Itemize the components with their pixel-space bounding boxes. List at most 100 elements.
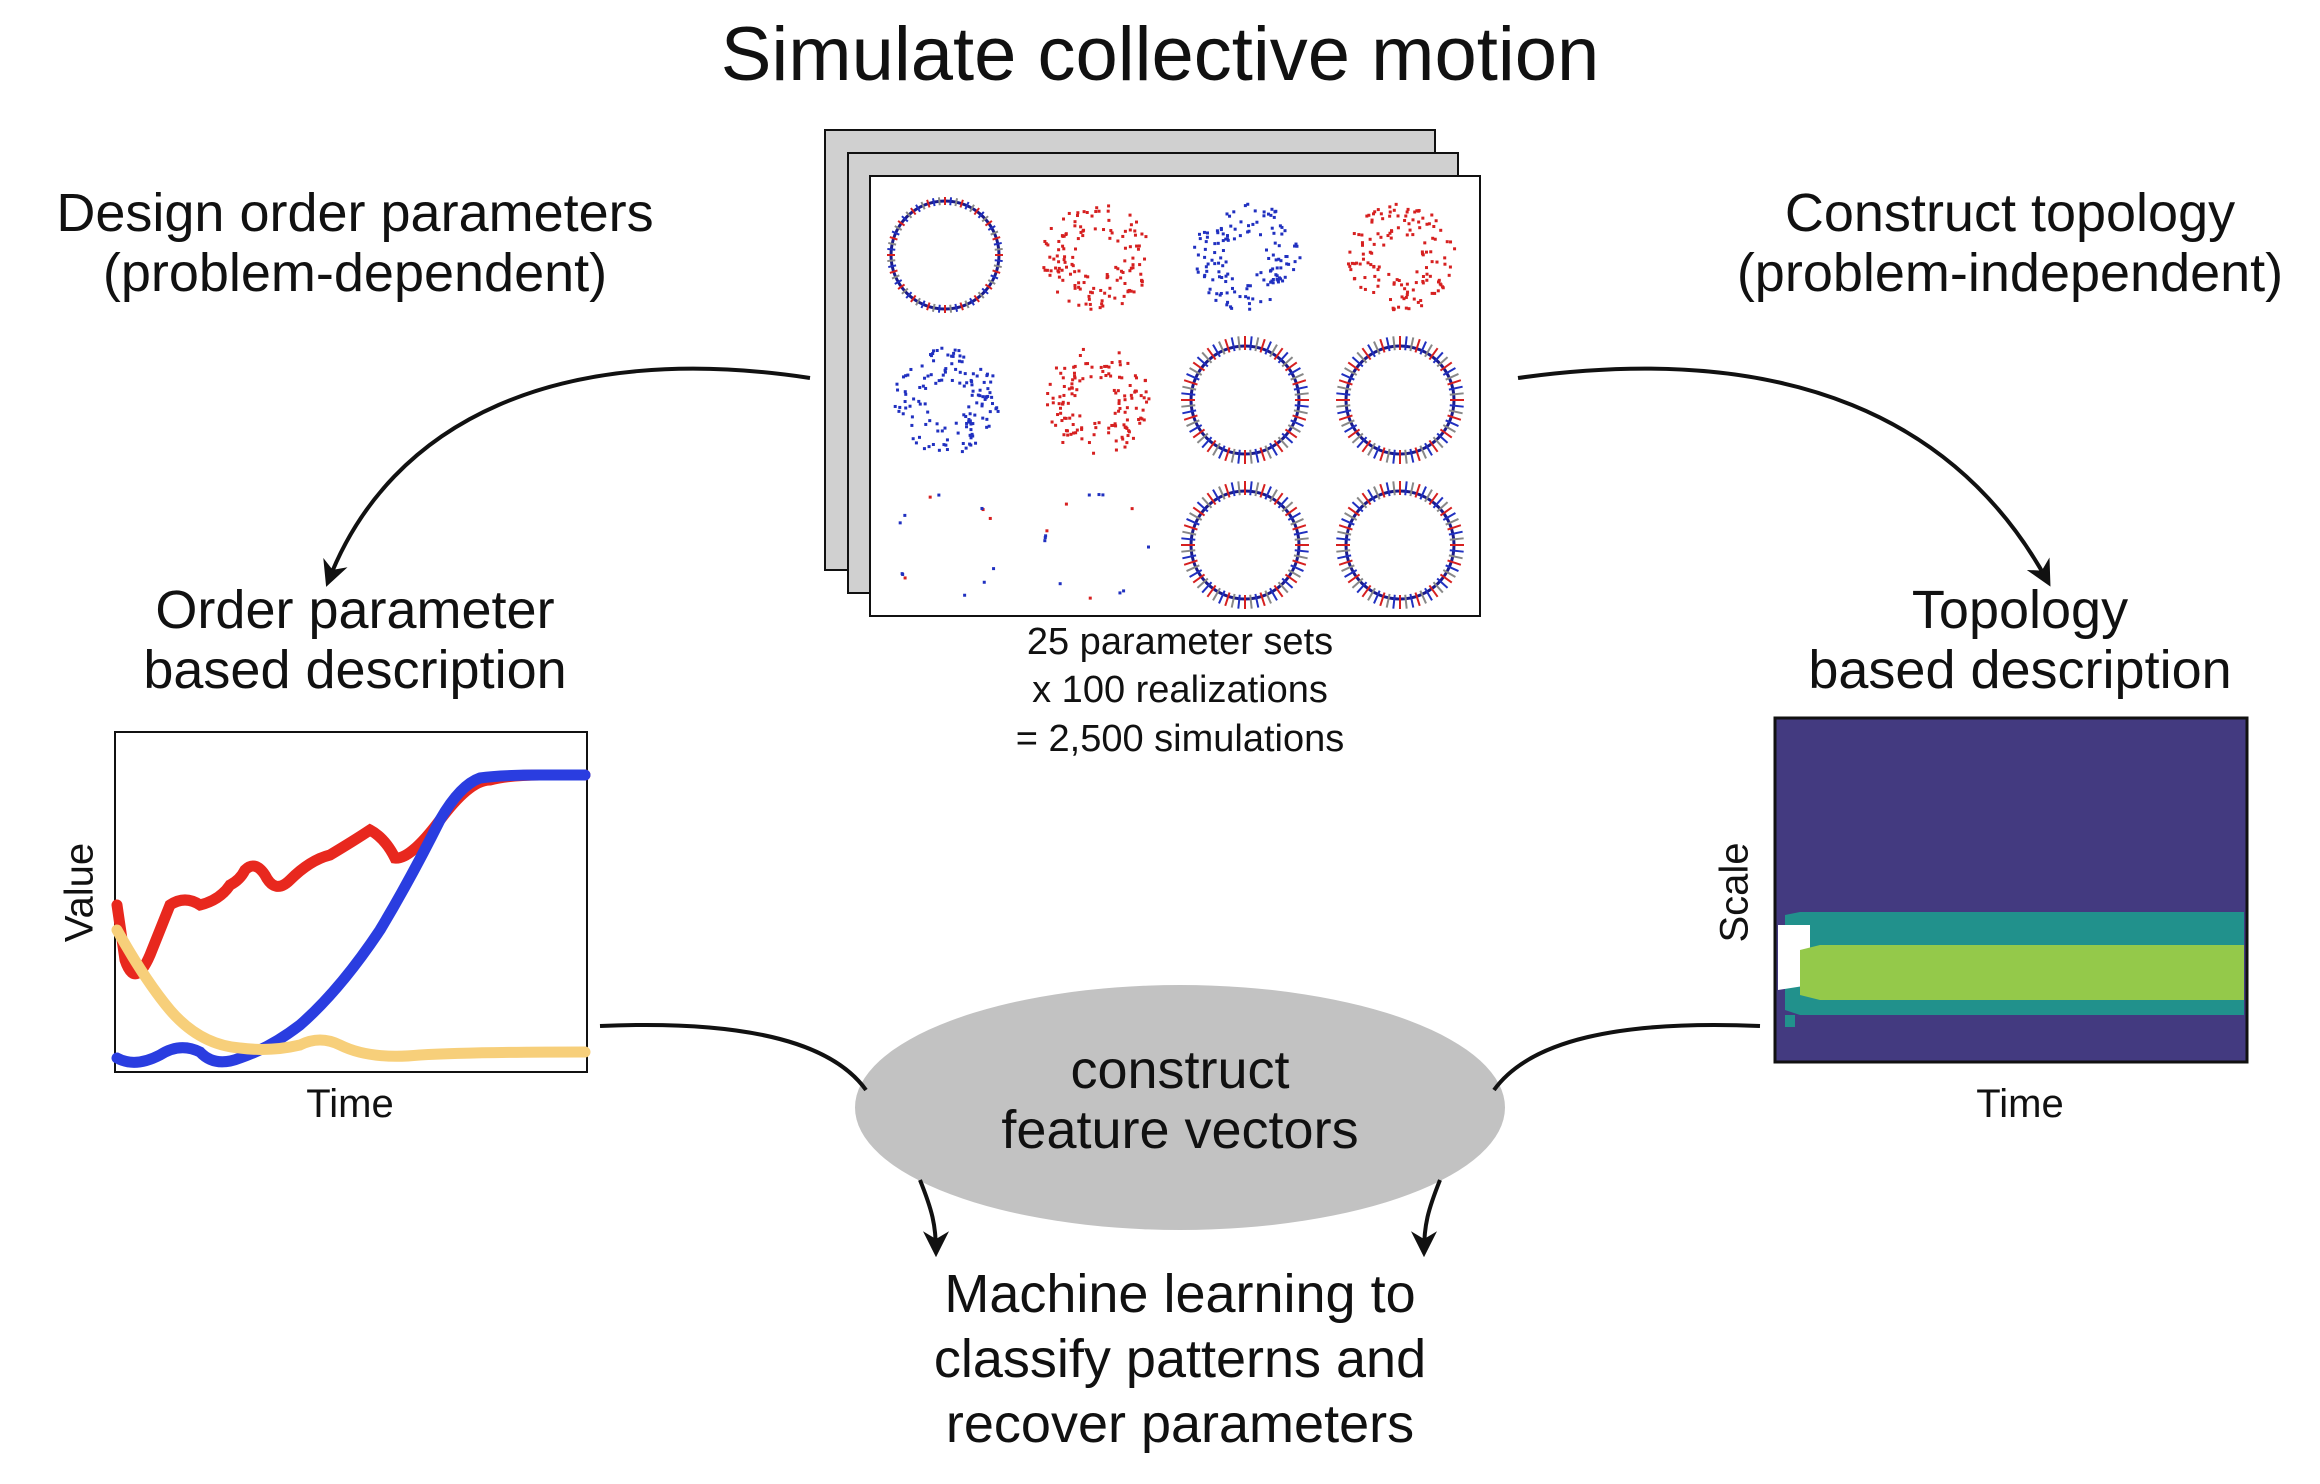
swarm-agent	[1064, 429, 1068, 433]
swarm-agent	[1271, 267, 1275, 271]
swarm-agent	[1068, 416, 1072, 420]
swarm-agent	[1089, 290, 1093, 294]
swarm-agent	[1404, 306, 1408, 310]
swarm-agent	[1048, 255, 1052, 259]
swarm-agent	[1416, 209, 1420, 213]
swarm-agent	[1271, 277, 1275, 281]
swarm-agent	[1449, 240, 1453, 244]
swarm-agent	[1448, 409, 1463, 415]
swarm-agent	[1073, 374, 1077, 378]
swarm-agent	[970, 393, 974, 397]
swarm-agent	[1077, 285, 1081, 289]
swarm-agent	[1121, 270, 1125, 274]
swarm-agent	[1294, 404, 1309, 408]
swarm-agent	[896, 388, 900, 392]
arrow-to-topology	[1517, 366, 2051, 587]
swarm-agent	[1336, 392, 1351, 396]
swarm-agent	[1372, 290, 1376, 294]
swarm-agent	[976, 393, 980, 397]
topology-heatmap	[1773, 716, 2249, 1064]
swarm-agent	[949, 304, 953, 313]
swarm-agent	[965, 381, 969, 385]
swarm-agent	[1352, 232, 1356, 236]
swarm-grid	[887, 197, 1464, 609]
swarm-agent	[1430, 291, 1434, 295]
swarm-agent	[1192, 573, 1206, 584]
swarm-agent	[1293, 385, 1308, 391]
swarm-agent	[1133, 233, 1137, 237]
swarm-agent	[1121, 437, 1125, 441]
swarm-agent	[1432, 581, 1444, 594]
swarm-agent	[1224, 237, 1228, 241]
swarm-agent	[1196, 270, 1200, 274]
swarm-agent	[1147, 397, 1151, 401]
swarm-agent	[965, 421, 969, 425]
swarm-agent	[1104, 374, 1108, 378]
swarm-agent	[1119, 276, 1123, 280]
swarm-agent	[1421, 253, 1425, 257]
swarm-agent	[1442, 512, 1456, 521]
swarm-agent	[1254, 482, 1260, 497]
swarm-agent	[990, 230, 999, 236]
swarm-agent	[1248, 284, 1252, 288]
swarm-agent	[1192, 506, 1206, 517]
swarm-agent	[1273, 584, 1284, 598]
swarm-agent	[910, 423, 914, 427]
swarm-agent	[1114, 439, 1118, 443]
swarm-agent	[1439, 506, 1453, 517]
swarm-agent	[1404, 594, 1408, 609]
swarm-agent	[971, 422, 975, 426]
swarm-agent	[970, 383, 974, 387]
swarm-agent	[1128, 269, 1132, 273]
swarm-agent	[1051, 396, 1055, 400]
swarm-agent	[1281, 577, 1294, 589]
swarm-agent	[1269, 280, 1273, 284]
swarm-agent	[1210, 258, 1214, 262]
swarm-agent	[1213, 251, 1217, 255]
swarm-agent	[1284, 506, 1298, 517]
swarm-agent	[922, 447, 926, 451]
swarm-agent	[1103, 364, 1107, 368]
swarm-agent	[1356, 581, 1368, 594]
swarm-agent	[1363, 276, 1367, 280]
swarm-agent	[1123, 398, 1127, 402]
swarm-agent	[1277, 436, 1289, 449]
swarm-agent	[1203, 255, 1207, 259]
swarm-agent	[1071, 413, 1075, 417]
swarm-agent	[1402, 297, 1406, 301]
swarm-agent	[957, 349, 961, 353]
swarm-agent	[1409, 448, 1415, 463]
swarm-agent	[977, 291, 985, 299]
swarm-agent	[1122, 294, 1126, 298]
swarm-agent	[1217, 270, 1221, 274]
swarm-agent	[1131, 263, 1135, 267]
swarm-agent	[1298, 256, 1302, 260]
swarm-agent	[1397, 278, 1401, 282]
swarm-agent	[956, 431, 960, 435]
swarm-agent	[1336, 549, 1351, 553]
swarm-agent	[1202, 230, 1206, 234]
swarm-agent	[1064, 265, 1068, 269]
swarm-agent	[1404, 295, 1408, 299]
swarm-agent	[1132, 290, 1136, 294]
swarm-agent	[1292, 379, 1307, 386]
swarm-agent	[1213, 262, 1217, 266]
swarm-agent	[1407, 222, 1411, 226]
swarm-agent	[1073, 270, 1077, 274]
swarm-agent	[994, 407, 998, 411]
swarm-agent	[1382, 243, 1386, 247]
swarm-agent	[1337, 530, 1352, 536]
swarm-agent	[1118, 360, 1122, 364]
swarm-agent	[1073, 283, 1077, 287]
design-order-parameters-label: Design order parameters (problem-depende…	[0, 183, 710, 304]
swarm-agent	[1262, 210, 1266, 214]
swarm-agent	[1277, 351, 1289, 364]
swarm-agent	[1344, 569, 1358, 578]
swarm-agent	[1134, 406, 1138, 410]
swarm-agent	[1071, 378, 1075, 382]
swarm-agent	[1042, 266, 1046, 270]
swarm-agent	[1392, 594, 1396, 609]
swarm-agent	[1346, 262, 1350, 266]
swarm-agent	[1221, 264, 1225, 268]
swarm-agent	[968, 433, 972, 437]
